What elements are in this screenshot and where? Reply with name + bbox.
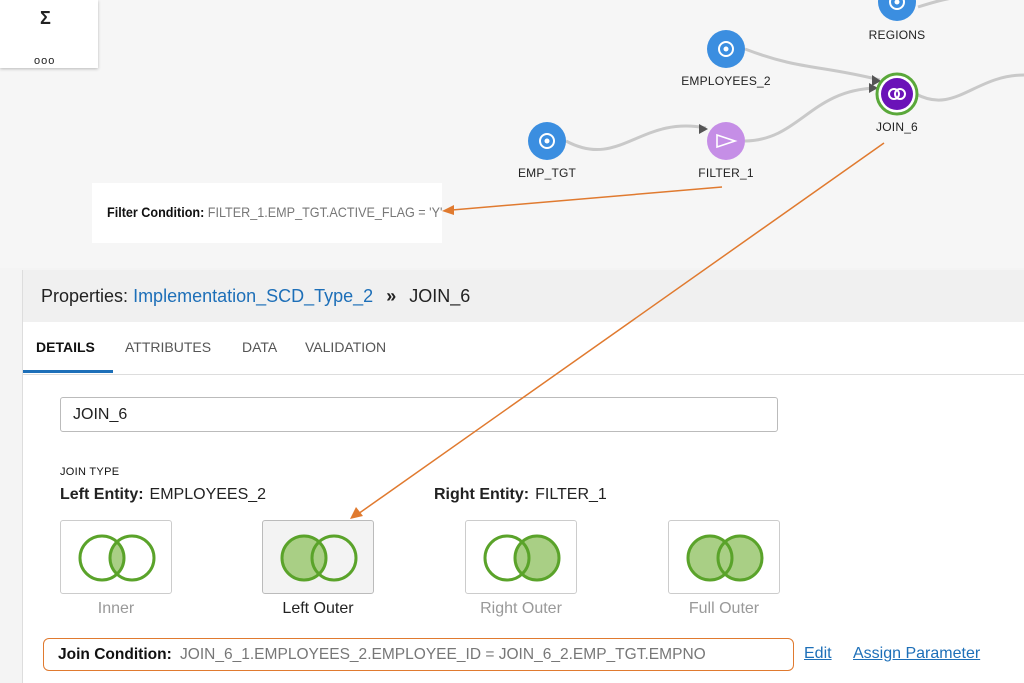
arrowhead-filter-join bbox=[869, 83, 878, 93]
node-employees-2[interactable] bbox=[707, 30, 745, 68]
project-link[interactable]: Implementation_SCD_Type_2 bbox=[133, 286, 374, 306]
node-emp-tgt[interactable] bbox=[528, 122, 566, 160]
join-type-left-outer-button[interactable] bbox=[262, 520, 374, 594]
node-label-join-6: JOIN_6 bbox=[876, 120, 918, 134]
left-entity-value: EMPLOYEES_2 bbox=[149, 486, 267, 503]
connector-join-out bbox=[915, 73, 1024, 102]
join-type-inner-button[interactable] bbox=[60, 520, 172, 594]
node-label-emp-tgt: EMP_TGT bbox=[517, 166, 577, 180]
breadcrumb-separator: » bbox=[386, 286, 397, 306]
join-type-left-outer-label: Left Outer bbox=[282, 600, 354, 617]
arrowhead-emptgt-filter bbox=[699, 124, 708, 134]
join-type-right-outer-button[interactable] bbox=[465, 520, 577, 594]
tab-details[interactable]: DETAILS bbox=[36, 339, 95, 355]
right-entity-label: Right Entity: bbox=[434, 486, 530, 503]
node-label-employees-2: EMPLOYEES_2 bbox=[681, 74, 771, 88]
assign-parameter-link[interactable]: Assign Parameter bbox=[853, 645, 981, 662]
properties-breadcrumb: Properties: Implementation_SCD_Type_2 » … bbox=[41, 286, 470, 307]
tab-attributes[interactable]: ATTRIBUTES bbox=[125, 339, 212, 355]
join-condition-value: JOIN_6_1.EMPLOYEES_2.EMPLOYEE_ID = JOIN_… bbox=[179, 646, 706, 663]
properties-tabs: DETAILS ATTRIBUTES DATA VALIDATION bbox=[23, 322, 1024, 375]
filter-condition-callout: Filter Condition: FILTER_1.EMP_TGT.ACTIV… bbox=[92, 183, 442, 243]
left-entity-label: Left Entity: bbox=[60, 486, 144, 503]
join-condition-label: Join Condition: bbox=[58, 646, 172, 663]
tab-validation[interactable]: VALIDATION bbox=[305, 339, 387, 355]
node-regions[interactable] bbox=[878, 0, 916, 21]
arrowhead-employees-join bbox=[872, 75, 881, 86]
left-outer-join-icon bbox=[280, 534, 358, 582]
left-entity: Left Entity: EMPLOYEES_2 bbox=[60, 486, 266, 504]
join-condition-text: Join Condition: JOIN_6_1.EMPLOYEES_2.EMP… bbox=[58, 646, 706, 664]
inner-join-icon bbox=[78, 534, 156, 582]
join-type-label: JOIN TYPE bbox=[60, 466, 120, 478]
current-component: JOIN_6 bbox=[409, 286, 471, 306]
edit-join-condition-link[interactable]: Edit bbox=[804, 645, 832, 662]
connector-regions-out bbox=[917, 0, 950, 9]
connector-emptgt-filter bbox=[565, 124, 707, 152]
properties-panel: Properties: Implementation_SCD_Type_2 » … bbox=[22, 270, 1024, 683]
join-type-full-outer-label: Full Outer bbox=[688, 600, 760, 617]
filter-condition-value: FILTER_1.EMP_TGT.ACTIVE_FLAG = 'Y' bbox=[207, 204, 443, 220]
right-outer-join-icon bbox=[483, 534, 561, 582]
active-tab-indicator bbox=[23, 370, 113, 373]
component-name-input[interactable] bbox=[60, 397, 778, 432]
node-join-6[interactable] bbox=[875, 72, 919, 116]
right-entity: Right Entity: FILTER_1 bbox=[434, 486, 607, 504]
join-type-right-outer-label: Right Outer bbox=[480, 600, 562, 617]
join-type-full-outer-button[interactable] bbox=[668, 520, 780, 594]
connector-filter-join bbox=[744, 86, 877, 143]
filter-condition-text: Filter Condition: FILTER_1.EMP_TGT.ACTIV… bbox=[107, 204, 442, 220]
properties-header: Properties: Implementation_SCD_Type_2 » … bbox=[23, 270, 1024, 323]
node-filter-1[interactable] bbox=[707, 122, 745, 160]
node-label-filter-1: FILTER_1 bbox=[698, 166, 754, 180]
more-icon[interactable]: ooo bbox=[34, 55, 56, 64]
sigma-icon[interactable]: Σ bbox=[40, 8, 51, 28]
right-entity-value: FILTER_1 bbox=[535, 486, 607, 503]
join-type-inner-label: Inner bbox=[97, 600, 135, 617]
node-label-regions: REGIONS bbox=[868, 28, 926, 42]
tab-data[interactable]: DATA bbox=[242, 339, 278, 355]
join-condition-callout: Join Condition: JOIN_6_1.EMPLOYEES_2.EMP… bbox=[43, 638, 794, 671]
toolbox-panel: Σ ooo bbox=[0, 0, 98, 68]
filter-condition-label: Filter Condition: bbox=[107, 204, 205, 220]
connector-employees-join bbox=[744, 47, 881, 82]
properties-prefix: Properties: bbox=[41, 286, 129, 306]
full-outer-join-icon bbox=[686, 534, 764, 582]
